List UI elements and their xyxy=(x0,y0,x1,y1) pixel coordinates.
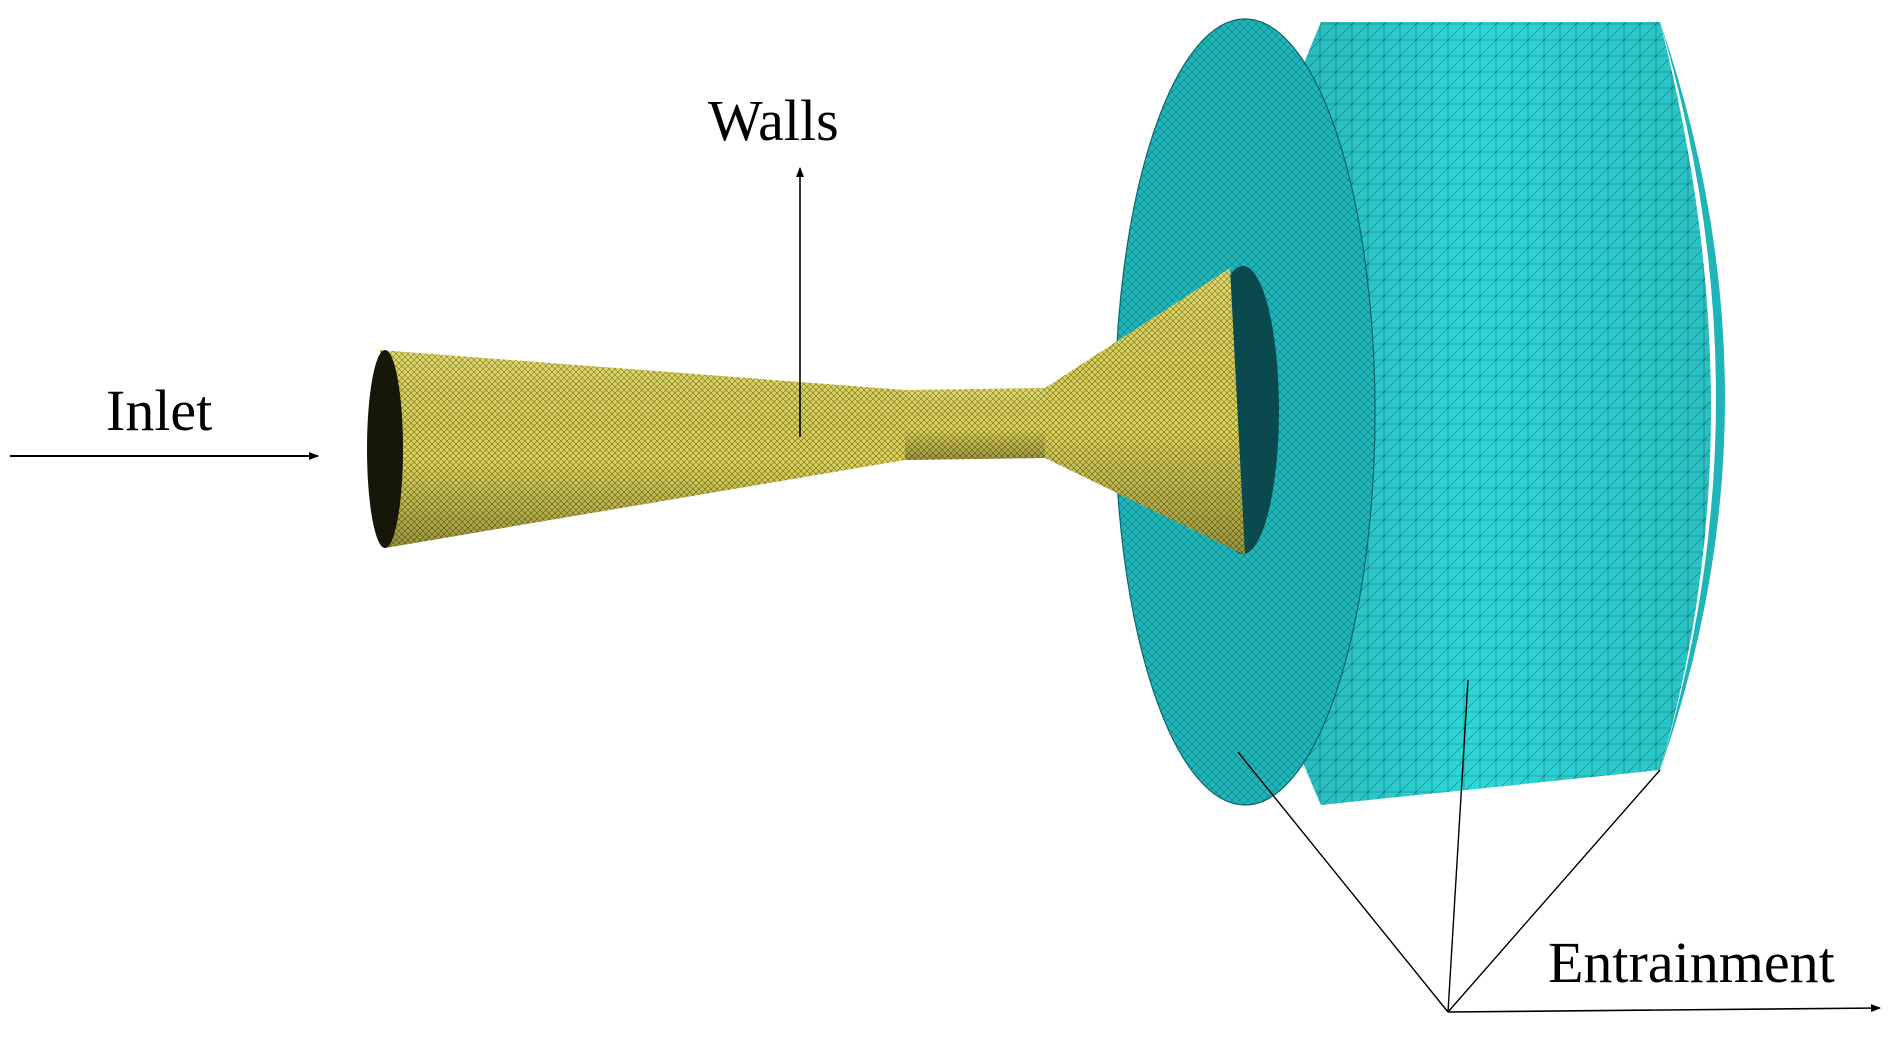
entrainment-leader-center xyxy=(1447,679,1469,1013)
inlet-opening xyxy=(367,350,403,548)
inlet-label: Inlet xyxy=(106,378,212,443)
inlet-annotation: Inlet xyxy=(10,378,319,460)
chamber-end-cap xyxy=(1660,22,1725,770)
entrainment-annotation: Entrainment xyxy=(1237,679,1881,1013)
entrainment-arrow xyxy=(1447,1004,1881,1013)
nozzle xyxy=(367,268,1245,555)
entrainment-leader-right xyxy=(1447,769,1661,1013)
walls-annotation: Walls xyxy=(708,88,839,437)
entrainment-leader-left xyxy=(1237,751,1449,1013)
mixing-chamber xyxy=(1114,18,1725,806)
walls-label: Walls xyxy=(708,88,839,153)
entrainment-label: Entrainment xyxy=(1548,930,1835,995)
